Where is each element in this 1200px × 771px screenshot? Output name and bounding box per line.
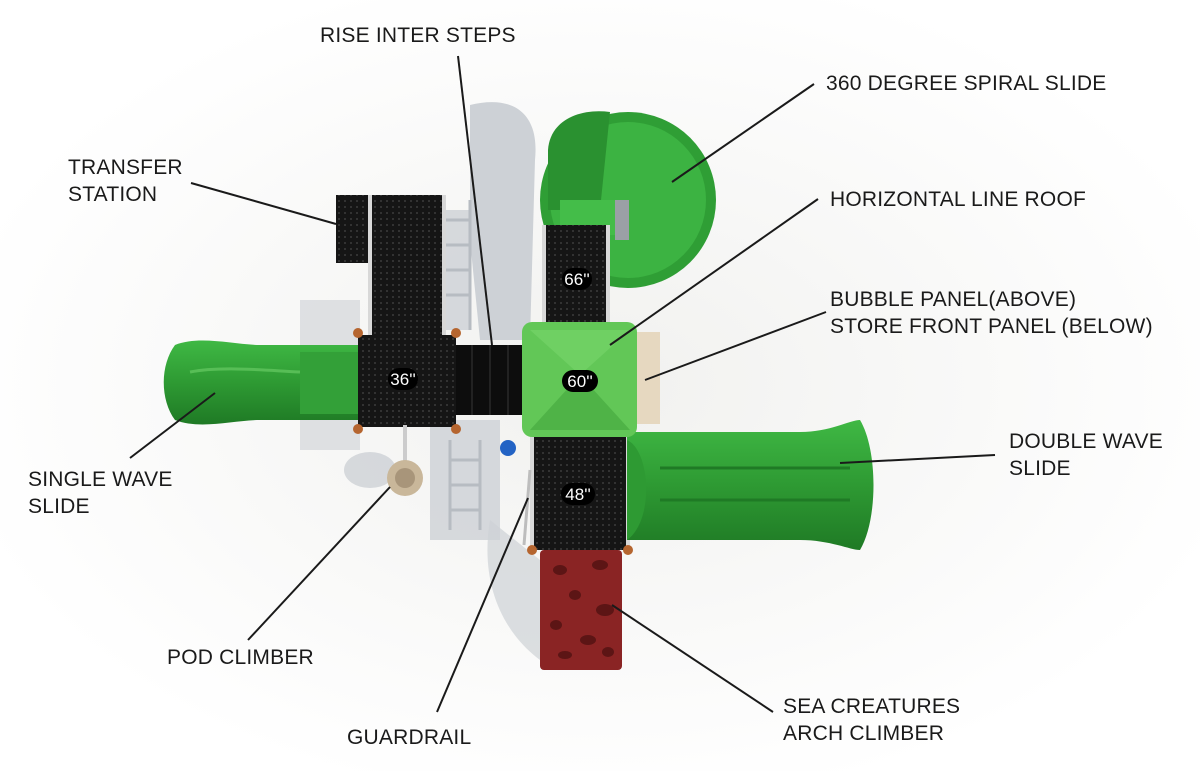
label-horizontal-line-roof: HORIZONTAL LINE ROOF [830, 188, 1087, 211]
label-transfer-line2: STATION [68, 183, 158, 206]
label-transfer-line1: TRANSFER [68, 156, 183, 179]
rise-inter-steps [456, 345, 524, 415]
transfer-station [336, 195, 446, 340]
label-bubble-panel: BUBBLE PANEL(ABOVE) STORE FRONT PANEL (B… [830, 286, 1153, 340]
deck-height-60: 60'' [567, 372, 592, 391]
deck-height-66: 66'' [564, 270, 589, 289]
label-pod-climber: POD CLIMBER [167, 646, 314, 669]
shadow-ladder-lower [448, 440, 482, 530]
leader-lines [129, 55, 996, 713]
label-rise-inter-steps: RISE INTER STEPS [320, 24, 516, 47]
label-sea-line2: ARCH CLIMBER [783, 722, 945, 745]
label-guardrail: GUARDRAIL [347, 726, 472, 749]
label-double-wave-line2: SLIDE [1009, 457, 1071, 480]
label-transfer-station: TRANSFER STATION [68, 154, 183, 208]
deck-height-badges: 66'' 36'' 60'' 48'' [388, 268, 598, 505]
pod-climber [387, 425, 423, 496]
posts [353, 328, 633, 555]
label-bubble-line1: BUBBLE PANEL(ABOVE) [830, 288, 1077, 311]
label-sea-line1: SEA CREATURES [783, 695, 961, 718]
sea-creatures-climber [540, 550, 622, 670]
double-wave-slide [627, 420, 874, 550]
label-single-wave-line2: SLIDE [28, 495, 90, 518]
label-spiral-slide: 360 DEGREE SPIRAL SLIDE [826, 72, 1107, 95]
label-double-wave-line1: DOUBLE WAVE [1009, 430, 1163, 453]
label-sea-creatures: SEA CREATURES ARCH CLIMBER [783, 693, 960, 747]
blue-knob [500, 440, 516, 456]
label-double-wave-slide: DOUBLE WAVE SLIDE [1009, 428, 1163, 482]
label-single-wave-line1: SINGLE WAVE [28, 468, 173, 491]
guardrail [522, 469, 532, 546]
deck-height-48: 48'' [565, 485, 590, 504]
deck-height-36: 36'' [390, 370, 415, 389]
single-wave-slide [163, 340, 360, 425]
label-single-wave-slide: SINGLE WAVE SLIDE [28, 466, 173, 520]
label-bubble-line2: STORE FRONT PANEL (BELOW) [830, 315, 1153, 338]
